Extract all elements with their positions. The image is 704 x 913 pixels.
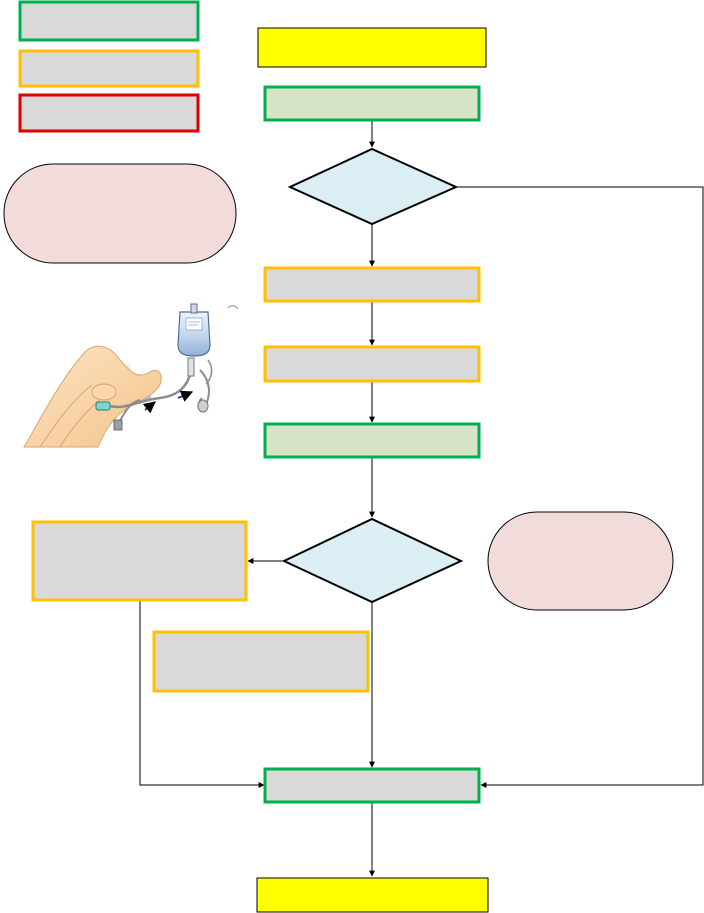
step-4-box xyxy=(263,422,481,459)
legend xyxy=(18,0,200,133)
arrow-branch-left-to-merge xyxy=(139,600,265,788)
legend-green-box xyxy=(18,0,200,42)
decision-2-diamond xyxy=(281,517,464,604)
step-3-box xyxy=(263,345,481,383)
iv-drip-bag-with-hand-icon xyxy=(23,303,239,448)
legend-red-box xyxy=(18,93,200,133)
branch-note-box xyxy=(152,630,370,693)
legend-yellow-box xyxy=(18,49,200,88)
decision-1-diamond xyxy=(287,147,459,226)
step-1-box xyxy=(263,85,481,122)
branch-left-box xyxy=(31,520,248,602)
end-box xyxy=(256,877,489,913)
step-2-box xyxy=(263,266,481,303)
merge-box xyxy=(263,767,481,804)
start-box xyxy=(257,27,487,68)
connectors xyxy=(139,120,704,877)
arrow-decision1-to-merge xyxy=(456,186,704,788)
info-bubble-right xyxy=(487,511,674,611)
info-bubble-top-left xyxy=(3,163,237,264)
